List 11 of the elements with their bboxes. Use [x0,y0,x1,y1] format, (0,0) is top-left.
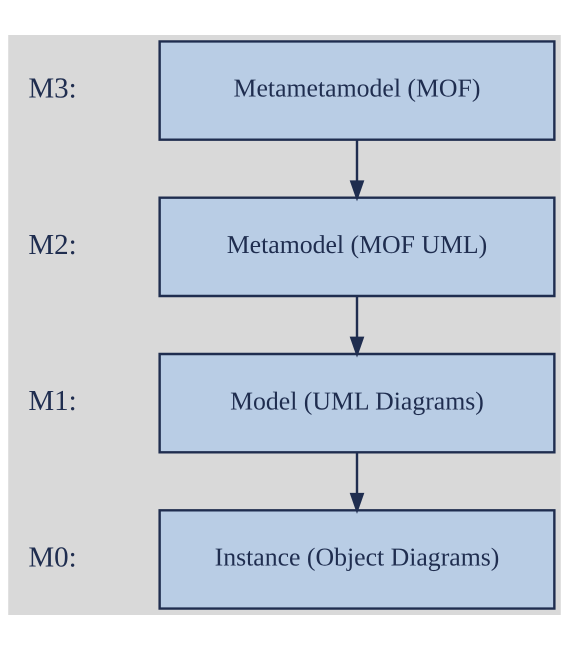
node-box: Metametamodel (MOF) [158,40,556,140]
node-label: M1: [28,384,77,417]
arrow [350,296,364,358]
node-label: M2: [28,228,77,260]
node-box: Metamodel (MOF UML) [158,196,556,297]
node-box: Instance (Object Diagrams) [158,508,556,610]
node-label: M0: [28,541,77,574]
arrow [350,139,364,201]
node-label: M3: [28,72,77,104]
node-box: Model (UML Diagrams) [158,352,556,453]
arrow [350,452,364,514]
